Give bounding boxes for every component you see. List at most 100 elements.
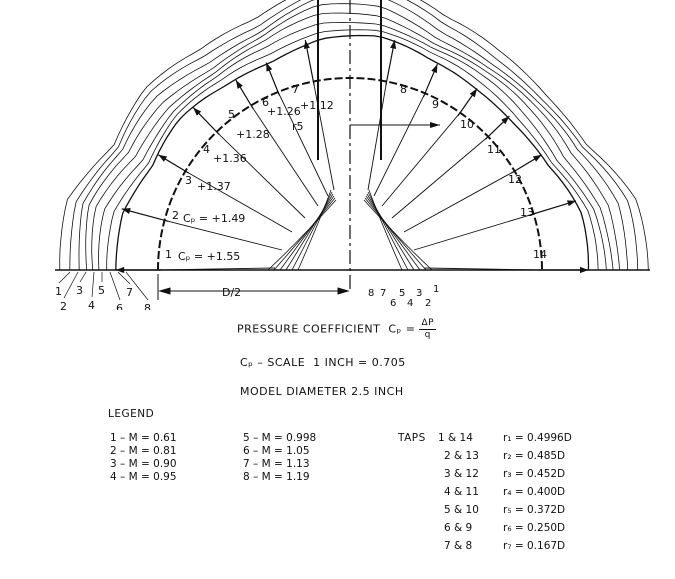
cp-arrowhead-8 — [390, 40, 397, 49]
cp-arrowhead-11 — [501, 116, 510, 125]
taps-row: 5 & 10 r₅ = 0.372D — [438, 504, 572, 522]
tap-number-label: 7 — [292, 83, 299, 96]
wake-curve-left-5 — [291, 191, 333, 271]
wake-curve-right-6 — [368, 189, 403, 271]
mach-curve-number-left: 2 — [60, 300, 67, 310]
taps-radius: r₄ = 0.400D — [503, 486, 566, 498]
mach-curve-number-right: 3 — [416, 288, 422, 299]
mach-curve-3 — [98, 21, 607, 271]
legend-item: 1 – M = 0.61 — [110, 432, 177, 444]
mach-curve-number-right: 7 — [380, 288, 386, 299]
taps-pair: 7 & 8 — [444, 540, 473, 552]
cp-arrowhead-12 — [532, 154, 542, 162]
taps-row: 7 & 8 r₇ = 0.167D — [438, 540, 572, 558]
tap-ray-12 — [403, 170, 515, 233]
cp-arrowhead-14 — [580, 266, 589, 274]
legend-item: 4 – M = 0.95 — [110, 471, 177, 483]
cp-arrowhead-1 — [115, 266, 125, 274]
legend-column-2: 5 – M = 0.998 6 – M = 1.05 7 – M = 1.13 … — [243, 432, 316, 484]
dimension-d2-label: D/2 — [222, 286, 241, 299]
tap-number-label: 2 — [172, 209, 179, 222]
cp-arrowhead-4 — [193, 107, 202, 116]
taps-radius: r₃ = 0.452D — [503, 468, 566, 480]
cp-arrowhead-2 — [121, 208, 131, 214]
mach-curve-number-left: 1 — [55, 285, 62, 298]
taps-pair: 3 & 12 — [444, 468, 479, 480]
tap-ray-1 — [157, 267, 276, 271]
cp-arrowhead-7 — [303, 40, 310, 49]
mach-curve-number-left: 3 — [76, 284, 83, 297]
tap-ray-5 — [250, 105, 319, 207]
taps-pair: 4 & 11 — [444, 486, 479, 498]
mach-curve-7 — [69, 0, 639, 271]
wake-curve-left-1 — [267, 199, 337, 271]
wake-curve-left-4 — [285, 193, 334, 271]
mach-curve-number-right: 6 — [390, 298, 396, 309]
tap-number-label: 3 — [185, 174, 192, 187]
mach-curve-number-left: 5 — [98, 284, 105, 297]
r5-label: r5 — [292, 120, 304, 133]
taps-pair: 2 & 13 — [444, 450, 479, 462]
cp-value-label: Cₚ = +1.55 — [178, 250, 240, 263]
cp-scale-caption: Cₚ – SCALE 1 INCH = 0.705 — [240, 356, 406, 369]
wake-curve-right-5 — [367, 191, 409, 271]
tap-ray-10 — [381, 112, 461, 207]
wake-curve-right-2 — [364, 197, 427, 271]
taps-row: 6 & 9 r₆ = 0.250D — [438, 522, 572, 540]
wake-curve-right-4 — [366, 193, 415, 271]
taps-row: 2 & 13 r₂ = 0.485D — [438, 450, 572, 468]
label-leader-left — [125, 271, 149, 301]
taps-radius: r₇ = 0.167D — [503, 540, 566, 552]
wake-curve-right-1 — [363, 199, 433, 271]
mach-curve-4 — [91, 12, 614, 271]
tap-number-label: 9 — [432, 98, 439, 111]
mach-curve-2 — [106, 29, 599, 271]
tap-number-label: 11 — [487, 143, 501, 156]
cp-value-label: Cₚ = +1.49 — [183, 212, 245, 225]
tap-ray-13 — [413, 213, 534, 251]
mach-curve-1 — [115, 34, 590, 271]
legend-item: 3 – M = 0.90 — [110, 458, 177, 470]
tap-ray-9 — [373, 93, 426, 197]
cp-value-label: +1.36 — [213, 152, 247, 165]
wake-curve-right-3 — [365, 195, 421, 271]
legend-item: 7 – M = 1.13 — [243, 458, 310, 470]
legend-item: 5 – M = 0.998 — [243, 432, 317, 444]
model-diameter-caption: MODEL DIAMETER 2.5 INCH — [240, 385, 404, 398]
mach-curve-number-right: 4 — [407, 298, 413, 309]
cp-value-label: +1.12 — [300, 99, 334, 112]
cp-fraction-denominator: q — [424, 330, 431, 340]
cp-arrowhead-13 — [567, 200, 576, 207]
tap-number-label: 14 — [533, 248, 547, 261]
cp-arrowhead-6 — [266, 62, 273, 72]
taps-pair: 6 & 9 — [444, 522, 473, 534]
mach-curve-number-left: 6 — [116, 302, 123, 310]
dimension-d2 — [157, 274, 350, 300]
cp-arrowhead-9 — [431, 64, 438, 74]
taps-radius: r₁ = 0.4996D — [503, 432, 572, 444]
mach-curve-number-left: 8 — [144, 302, 151, 310]
label-leader-left — [117, 271, 131, 285]
mach-curve-8 — [59, 0, 649, 271]
cp-value-label: +1.37 — [197, 180, 231, 193]
legend-item: 8 – M = 1.19 — [243, 471, 310, 483]
tap-ray-3 — [185, 170, 293, 233]
tap-ray-6 — [277, 91, 329, 197]
taps-row: 3 & 12 r₃ = 0.452D — [438, 468, 572, 486]
label-leader-left — [91, 271, 95, 298]
cp-arrowhead-10 — [469, 88, 478, 98]
tap-number-label: 5 — [228, 108, 235, 121]
taps-pair: 1 & 14 — [438, 432, 473, 444]
tap-ray-8 — [367, 81, 388, 191]
taps-pair: 5 & 10 — [444, 504, 479, 516]
label-leader-left — [79, 271, 87, 283]
taps-radius: r₅ = 0.372D — [503, 504, 566, 516]
tap-ray-14 — [423, 267, 543, 271]
cp-arrowhead-3 — [158, 154, 168, 162]
legend-item: 2 – M = 0.81 — [110, 445, 177, 457]
taps-title: TAPS — [398, 432, 426, 444]
tap-number-label: 1 — [165, 248, 172, 261]
